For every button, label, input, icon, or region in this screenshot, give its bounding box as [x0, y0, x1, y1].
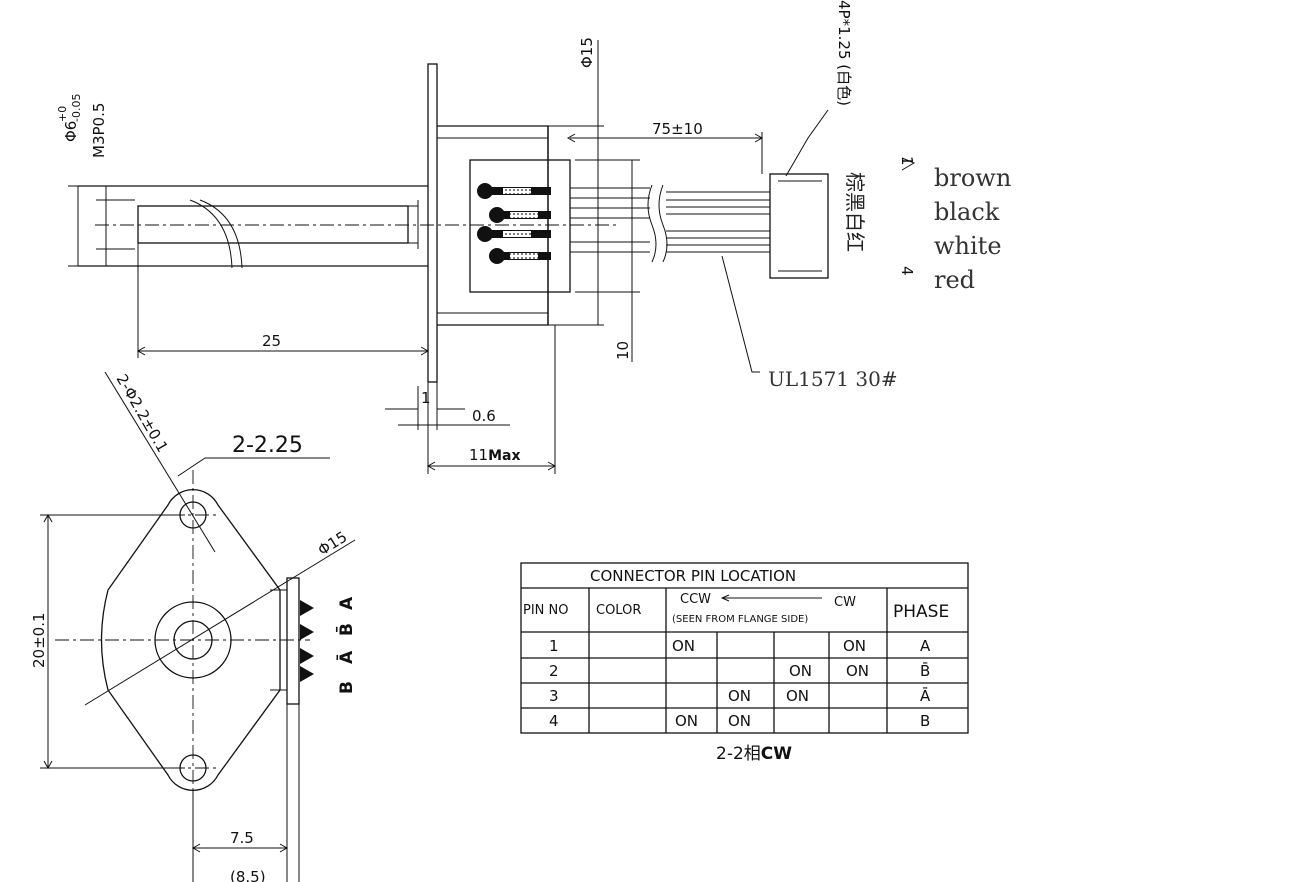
side-view: Φ6 +0 -0.05 M3P0.5 Φ15 4P*1.25 (白色) 75±1…: [56, 0, 1011, 474]
pin-first-text: 1: [898, 156, 916, 166]
max-depth-value: 11: [469, 446, 488, 464]
front-phase-a: A: [337, 596, 357, 610]
row4-s2: ON: [728, 712, 751, 730]
header-pin: PIN NO: [523, 603, 569, 618]
header-note: (SEEN FROM FLANGE SIDE): [672, 614, 808, 625]
table-caption: 2-2相CW: [716, 744, 792, 764]
mounting-flange: [100, 489, 281, 791]
shaft-diameter-text: Φ6: [62, 121, 80, 142]
flange-thickness-text: 1: [421, 389, 431, 407]
terminals: [477, 183, 551, 264]
row1-phase: A: [920, 637, 931, 655]
body-diameter-front-text: Φ15: [315, 528, 351, 560]
row2-phase: B̄: [920, 661, 930, 680]
terminal-block: [469, 159, 571, 293]
header-cw: CW: [834, 595, 856, 610]
offset-total-text: (8.5): [230, 868, 266, 882]
header-color: COLOR: [596, 603, 641, 618]
row2-s4: ON: [846, 662, 869, 680]
wire-colors-cn-text: 棕黑白红: [843, 172, 867, 252]
row2-s3: ON: [789, 662, 812, 680]
shaft-tolerance-lower: -0.05: [70, 94, 83, 122]
connector-spec-text: 4P*1.25 (白色): [835, 0, 853, 106]
row1-s4: ON: [843, 637, 866, 655]
table-title: CONNECTOR PIN LOCATION: [590, 567, 796, 585]
terminal-strip: [286, 577, 300, 705]
shaft: [137, 205, 409, 244]
shaft-length-text: 25: [262, 332, 281, 350]
row1-s1: ON: [672, 637, 695, 655]
row4-pin: 4: [549, 712, 559, 730]
body-diameter-side-text: Φ15: [578, 37, 596, 68]
caption-suffix: CW: [761, 744, 792, 764]
front-phase-b-bar: B̄: [335, 623, 357, 636]
wire-color-white: white: [934, 232, 1002, 260]
header-phase: PHASE: [893, 602, 949, 622]
row1-pin: 1: [549, 637, 559, 655]
front-phase-a-bar: Ā: [335, 650, 357, 664]
header-ccw: CCW: [680, 592, 711, 607]
wires: [570, 184, 770, 263]
row4-s1: ON: [675, 712, 698, 730]
wire-color-brown: brown: [934, 164, 1011, 192]
wire-color-black: black: [934, 198, 1000, 226]
cable-length-text: 75±10: [652, 120, 703, 138]
height-text: 20±0.1: [30, 612, 48, 668]
connector-housing: [769, 173, 829, 279]
flange-plate: [427, 63, 438, 383]
row2-pin: 2: [549, 662, 559, 680]
wire-spec-text: UL1571 30#: [768, 367, 898, 391]
wire-color-red: red: [934, 266, 975, 294]
max-depth-text: 11Max: [469, 446, 521, 464]
thread-spec-text: M3P0.5: [90, 103, 108, 158]
connector-pin-table: CONNECTOR PIN LOCATION PIN NO COLOR CCW …: [520, 562, 969, 764]
height-10-text: 10: [614, 341, 632, 360]
shaft-tolerance-upper: +0: [56, 106, 69, 122]
row3-s2: ON: [728, 687, 751, 705]
caption-prefix: 2-2相: [716, 744, 761, 764]
offset-text: 7.5: [230, 829, 254, 847]
max-depth-suffix: Max: [488, 448, 520, 464]
row4-phase: B: [920, 712, 930, 730]
hole-label-text: 2-2.25: [232, 433, 303, 458]
front-phase-b: B: [337, 681, 357, 694]
row3-pin: 3: [549, 687, 559, 705]
row3-s3: ON: [786, 687, 809, 705]
row3-phase: Ā: [920, 687, 931, 705]
motor-body: [437, 125, 549, 326]
gap-text: 0.6: [472, 407, 496, 425]
pin-last-text: 4: [898, 266, 916, 276]
hole-spec-text: 2-Φ2.2±0.1: [113, 371, 172, 455]
front-view: 2-Φ2.2±0.1 2-2.25 Φ15 20±0.1 7.5 (8.5) B…: [30, 371, 357, 882]
